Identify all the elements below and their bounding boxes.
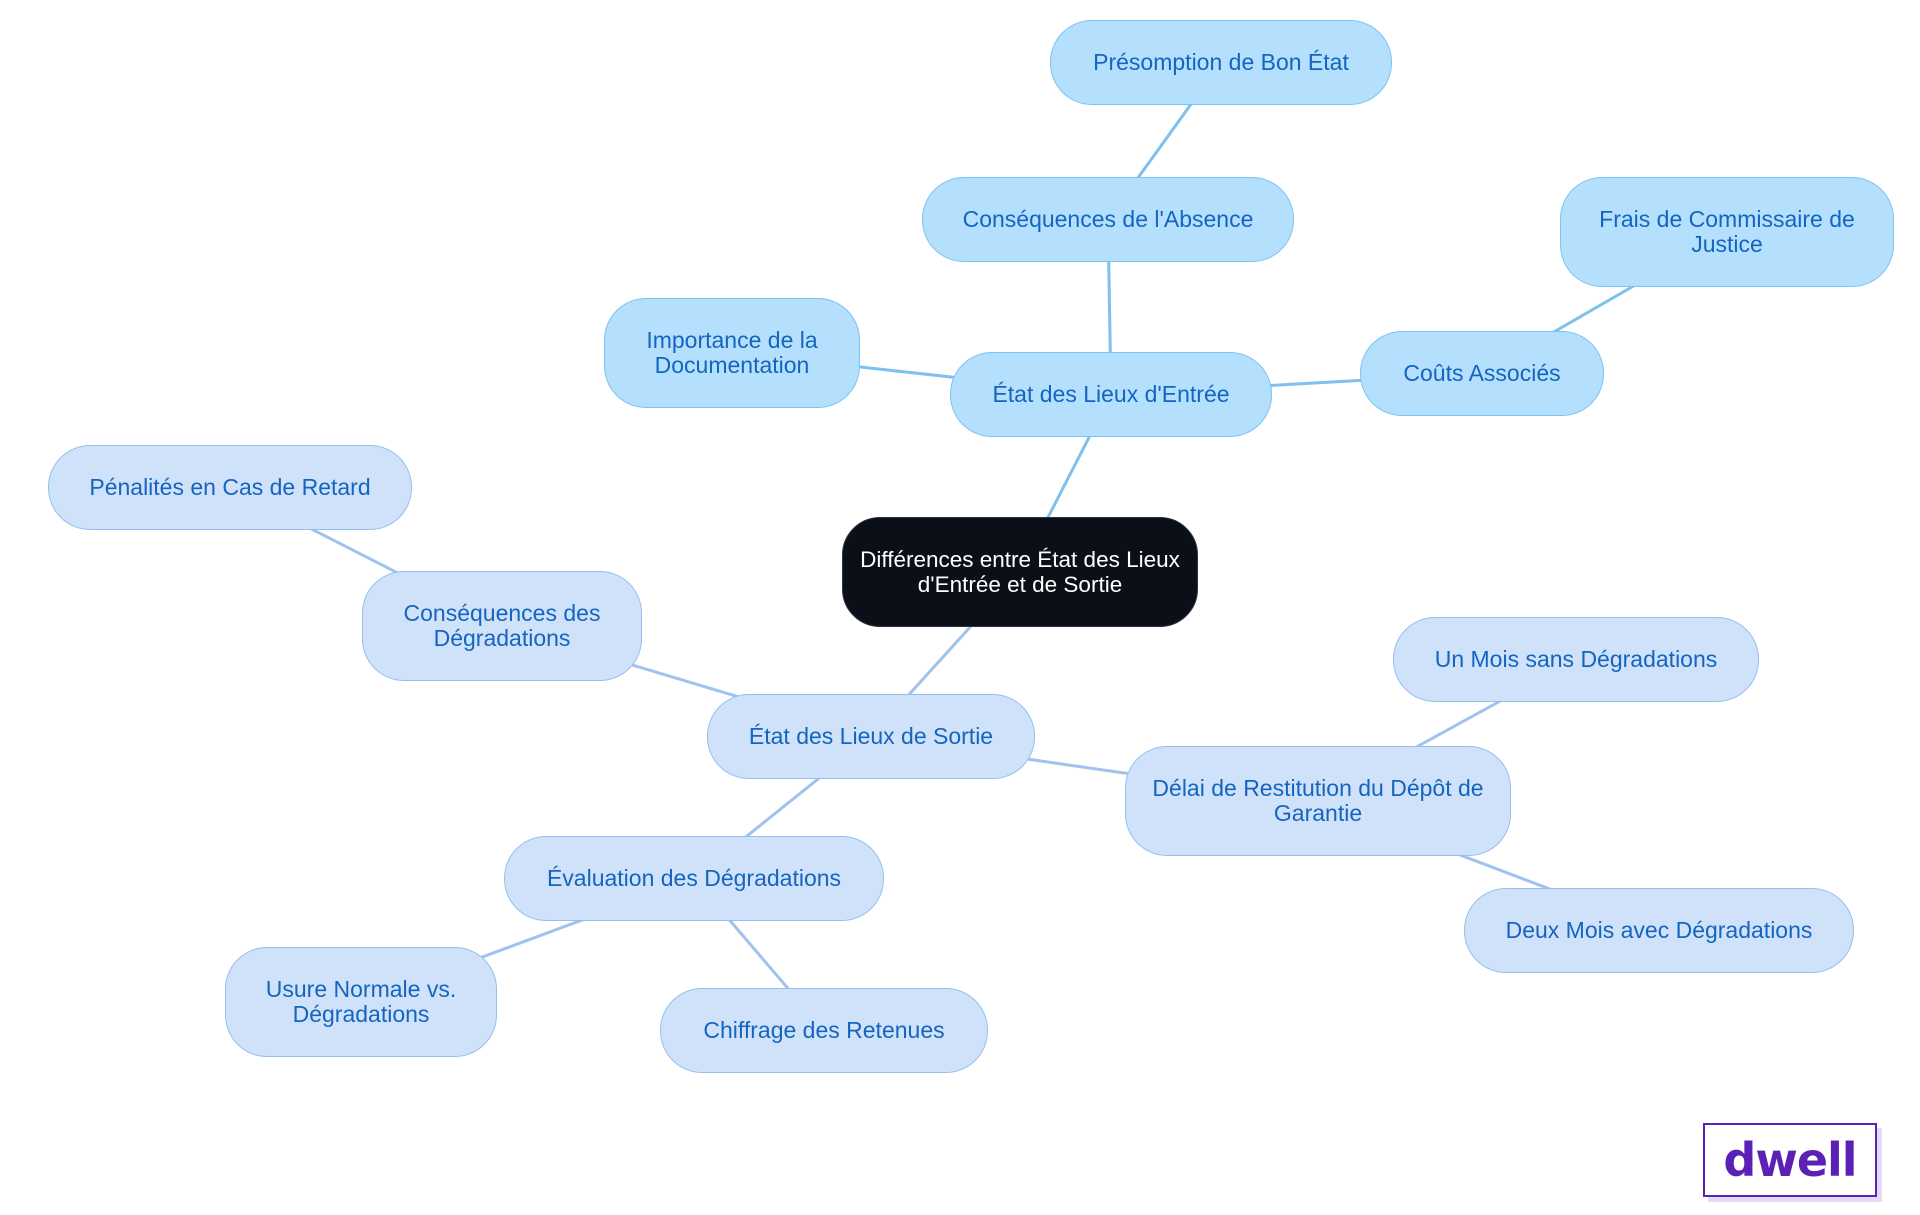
presumption-label: Présomption de Bon État [1093, 49, 1349, 75]
costs-label: Coûts Associés [1403, 360, 1561, 386]
costing: Chiffrage des Retenues [660, 988, 988, 1073]
evaluation-label: Évaluation des Dégradations [546, 865, 842, 891]
entry-label: État des Lieux d'Entrée [992, 381, 1230, 407]
dwell-logo-text: dwell [1723, 1133, 1857, 1187]
costing-label: Chiffrage des Retenues [703, 1017, 945, 1043]
fees-label: Frais de Commissaire de Justice [1599, 206, 1855, 257]
exit: État des Lieux de Sortie [707, 694, 1035, 779]
wear: Usure Normale vs. Dégradations [225, 947, 497, 1057]
delay: Délai de Restitution du Dépôt de Garanti… [1125, 746, 1511, 856]
two-months: Deux Mois avec Dégradations [1464, 888, 1854, 973]
one-month: Un Mois sans Dégradations [1393, 617, 1759, 702]
dwell-logo: dwell [1703, 1123, 1877, 1197]
center: Différences entre État des Lieux d'Entré… [842, 517, 1198, 627]
wear-label: Usure Normale vs. Dégradations [265, 976, 457, 1027]
importance-label: Importance de la Documentation [646, 327, 818, 378]
delay-label: Délai de Restitution du Dépôt de Garanti… [1152, 775, 1484, 826]
fees: Frais de Commissaire de Justice [1560, 177, 1894, 287]
evaluation: Évaluation des Dégradations [504, 836, 884, 921]
consequences: Conséquences des Dégradations [362, 571, 642, 681]
consequences-label: Conséquences des Dégradations [403, 600, 601, 651]
importance: Importance de la Documentation [604, 298, 860, 408]
two-months-label: Deux Mois avec Dégradations [1505, 917, 1813, 943]
center-label: Différences entre État des Lieux d'Entré… [860, 547, 1180, 597]
exit-label: État des Lieux de Sortie [748, 723, 994, 749]
presumption: Présomption de Bon État [1050, 20, 1392, 105]
one-month-label: Un Mois sans Dégradations [1434, 646, 1718, 672]
penalties-label: Pénalités en Cas de Retard [89, 474, 371, 500]
penalties: Pénalités en Cas de Retard [48, 445, 412, 530]
entry: État des Lieux d'Entrée [950, 352, 1272, 437]
costs: Coûts Associés [1360, 331, 1604, 416]
absence: Conséquences de l'Absence [922, 177, 1294, 262]
absence-label: Conséquences de l'Absence [962, 206, 1254, 232]
